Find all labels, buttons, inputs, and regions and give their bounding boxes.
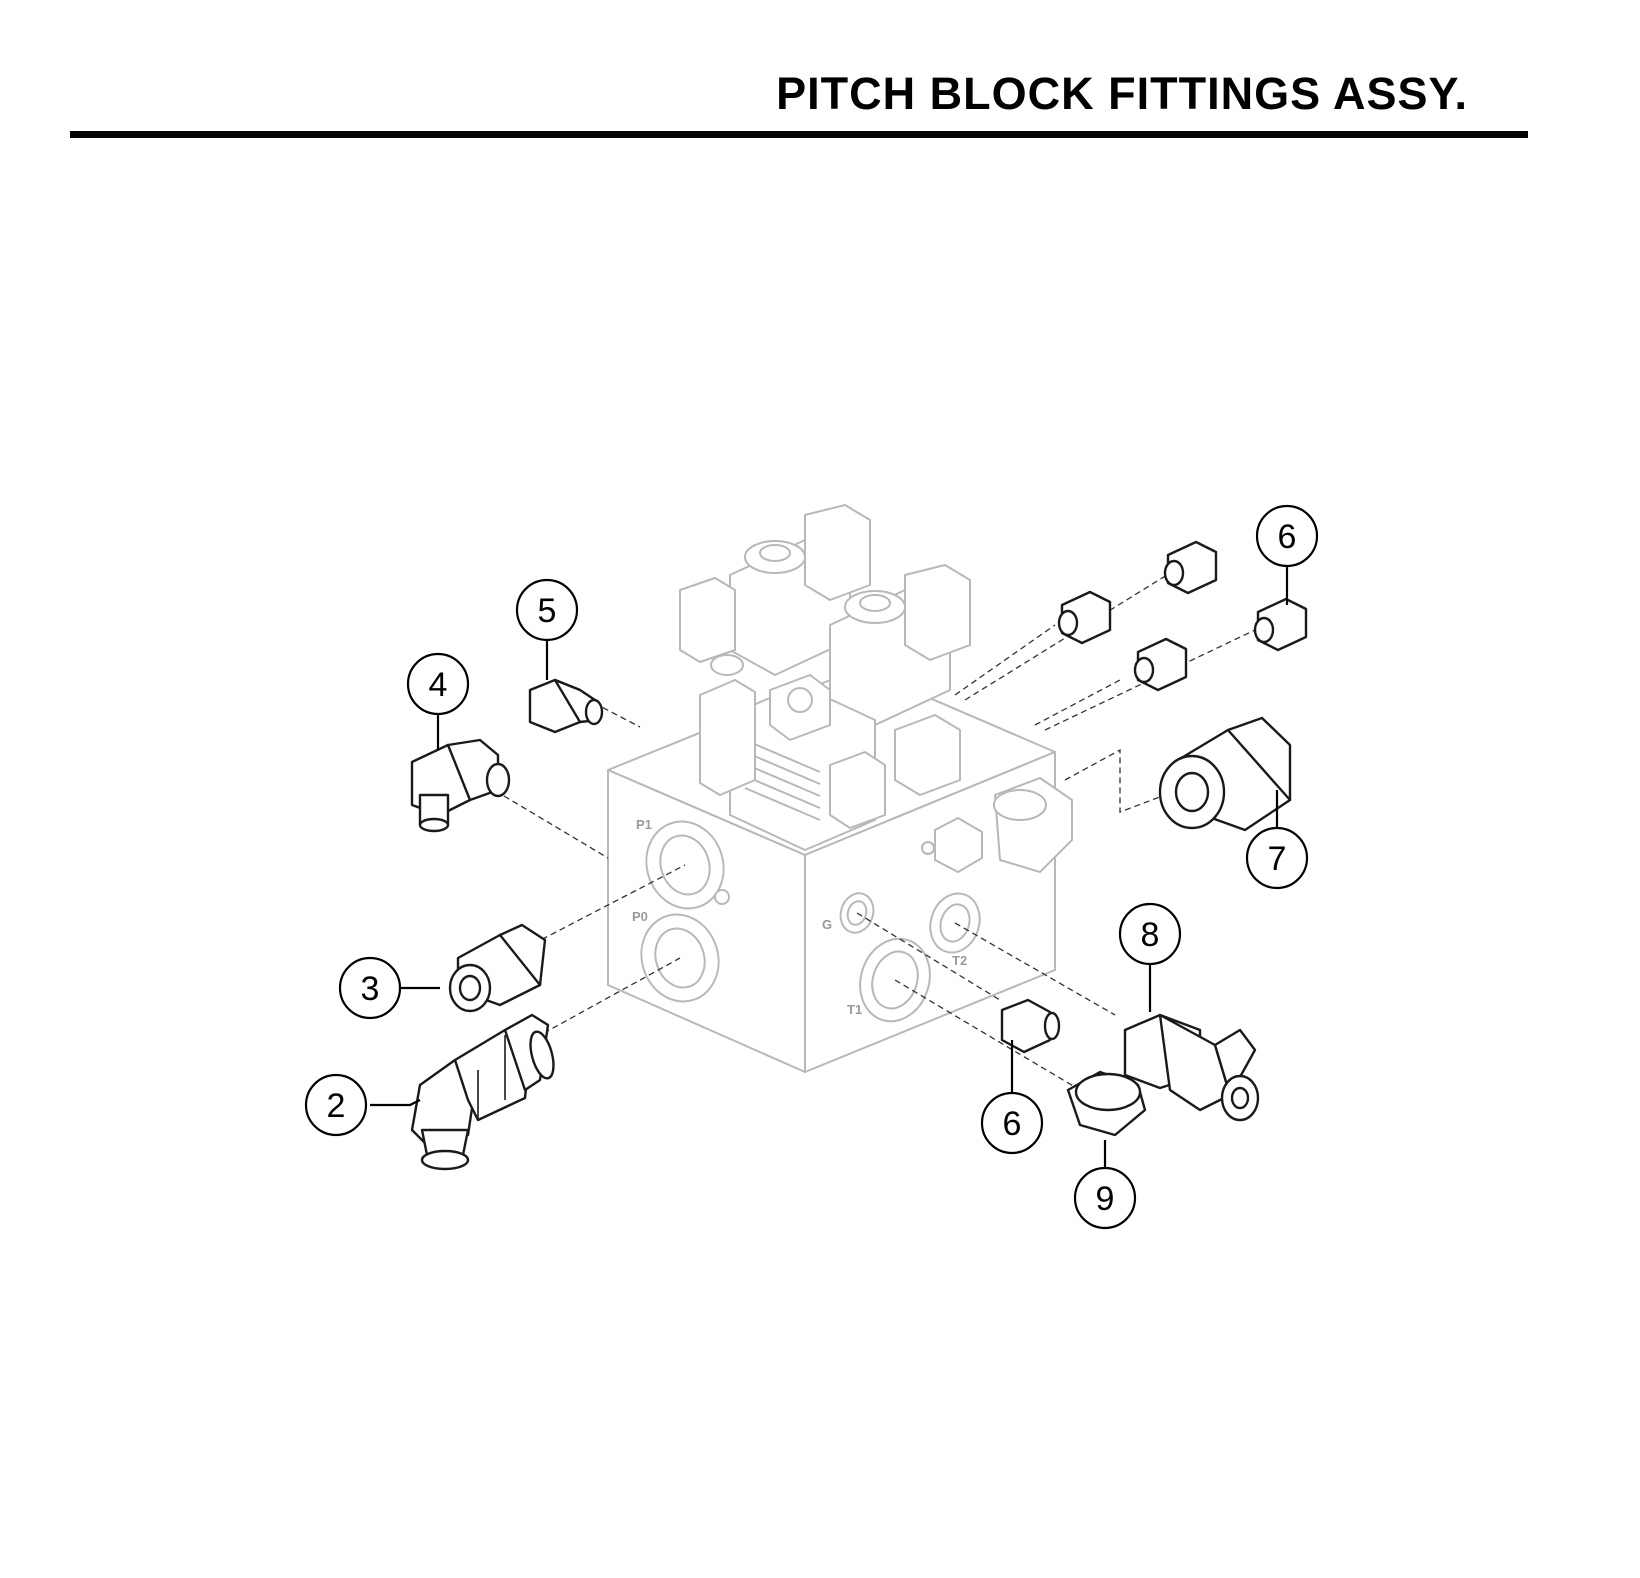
fitting-connector-6-upper-d xyxy=(1253,597,1308,652)
valve-block: P1 P0 G T2 T1 xyxy=(607,504,1073,1073)
fitting-connector-6-lower xyxy=(1000,998,1061,1054)
fitting-plug xyxy=(1066,1070,1147,1137)
fitting-connector-6-upper-a xyxy=(1057,590,1112,645)
solenoid-coil-front xyxy=(699,654,961,851)
port-label-p0: P0 xyxy=(632,909,648,924)
leader-lines xyxy=(370,566,1289,1168)
port-label-t1: T1 xyxy=(847,1002,862,1017)
svg-text:9: 9 xyxy=(1096,1180,1115,1218)
fitting-elbow-large xyxy=(410,1013,555,1171)
callout-9: 9 xyxy=(1073,1166,1137,1230)
callout-6-upper: 6 xyxy=(1255,504,1319,568)
svg-text:6: 6 xyxy=(1003,1105,1022,1143)
title-rule xyxy=(70,131,1528,138)
callout-8: 8 xyxy=(1118,902,1182,966)
fitting-adapter-large xyxy=(1158,716,1292,832)
svg-text:8: 8 xyxy=(1141,916,1160,954)
callout-6-lower: 6 xyxy=(980,1091,1044,1155)
fitting-connector-6-upper-b xyxy=(1163,540,1218,595)
svg-text:4: 4 xyxy=(429,666,448,704)
callout-4: 4 xyxy=(406,652,470,716)
svg-text:6: 6 xyxy=(1278,518,1297,556)
fitting-straight-adapter xyxy=(448,923,547,1013)
fitting-elbow-small xyxy=(410,738,511,833)
svg-text:3: 3 xyxy=(361,970,380,1008)
svg-text:2: 2 xyxy=(327,1087,346,1125)
fitting-connector-5 xyxy=(528,678,604,734)
fitting-tee xyxy=(1123,1013,1260,1122)
port-label-g: G xyxy=(822,917,832,932)
page-title: PITCH BLOCK FITTINGS ASSY. xyxy=(776,68,1468,119)
plug-small xyxy=(714,889,730,905)
port-label-t2: T2 xyxy=(952,953,967,968)
fitting-connector-6-upper-c xyxy=(1133,637,1188,692)
port-label-p1: P1 xyxy=(636,817,652,832)
svg-text:7: 7 xyxy=(1268,840,1287,878)
callout-3: 3 xyxy=(338,956,402,1020)
callout-7: 7 xyxy=(1245,826,1309,890)
cartridge-plug-right xyxy=(921,777,1073,873)
callout-2: 2 xyxy=(304,1073,368,1137)
callout-5: 5 xyxy=(515,578,579,642)
svg-text:5: 5 xyxy=(538,592,557,630)
